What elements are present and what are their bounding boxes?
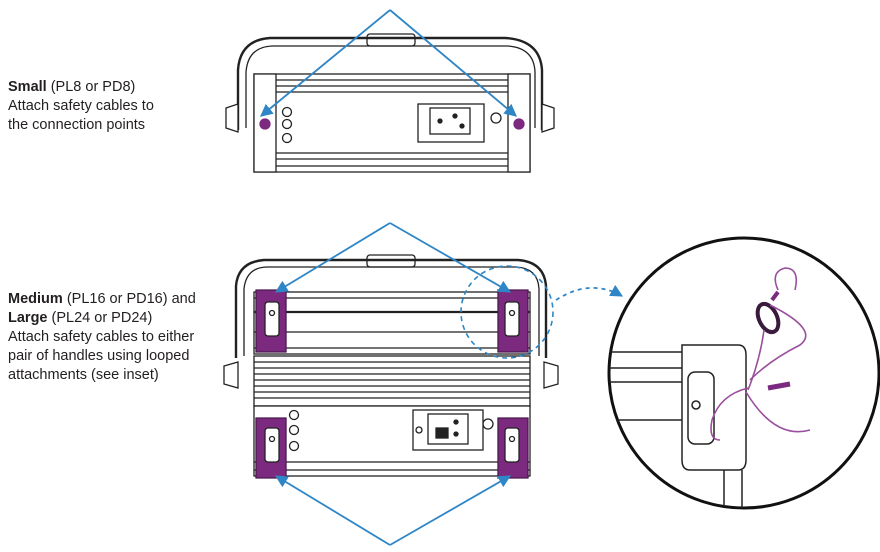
medium-text-line-3: attachments (see inset) <box>8 367 159 383</box>
inset-callout-circle <box>460 265 554 359</box>
small-fixture <box>225 33 555 173</box>
inset-pointer-arrow <box>555 284 624 301</box>
arrow-medium-bottom-left <box>274 475 391 546</box>
arrow-medium-top-left <box>274 222 391 293</box>
arrow-medium-bottom-right <box>389 475 512 546</box>
arrow-small-left <box>260 9 391 117</box>
large-title-line: Large (PL24 or PD24) <box>8 309 196 328</box>
medium-large-caption: Medium (PL16 or PD16) and Large (PL24 or… <box>8 290 196 385</box>
arrow-group <box>260 9 517 546</box>
small-name: Small <box>8 79 47 95</box>
arrow-medium-top-right <box>389 222 512 293</box>
medium-text-line-2: pair of handles using looped <box>8 348 190 364</box>
large-models: (PL24 or PD24) <box>51 310 153 326</box>
small-text-line-1: Attach safety cables to <box>8 98 154 114</box>
arrow-small-right <box>389 9 517 117</box>
large-name: Large <box>8 310 48 326</box>
small-title-line: Small (PL8 or PD8) <box>8 78 154 97</box>
small-text-line-2: the connection points <box>8 117 146 133</box>
magnifier-inset <box>607 236 880 510</box>
medium-models: (PL16 or PD16) and <box>66 291 196 307</box>
medium-fixture <box>223 254 559 479</box>
safety-cable-loop-icon <box>710 267 811 441</box>
small-caption: Small (PL8 or PD8) Attach safety cables … <box>8 78 154 135</box>
small-models: (PL8 or PD8) <box>50 79 136 95</box>
medium-name: Medium <box>8 291 63 307</box>
medium-title-line: Medium (PL16 or PD16) and <box>8 290 196 309</box>
medium-text-line-1: Attach safety cables to either <box>8 329 195 345</box>
